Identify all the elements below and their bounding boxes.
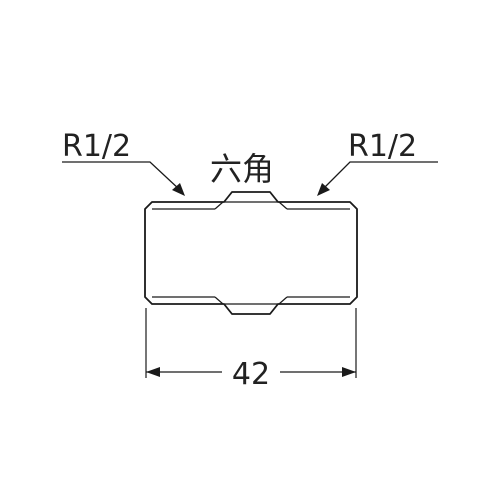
length-dimension-label: 42	[232, 357, 270, 392]
dimension-arrow-right	[342, 367, 356, 377]
leader-line-left	[62, 161, 181, 191]
leader-arrow-left	[172, 183, 185, 196]
thread-lines-bottom	[152, 296, 350, 305]
thread-label-right: R1/2	[348, 129, 417, 164]
dimension-arrow-left	[146, 367, 160, 377]
leader-arrow-right	[317, 183, 330, 196]
leader-line-right	[321, 161, 438, 191]
thread-lines-top	[152, 201, 350, 210]
hex-label: 六角	[210, 150, 274, 188]
thread-label-left: R1/2	[62, 129, 131, 164]
fitting-body	[144, 191, 358, 315]
